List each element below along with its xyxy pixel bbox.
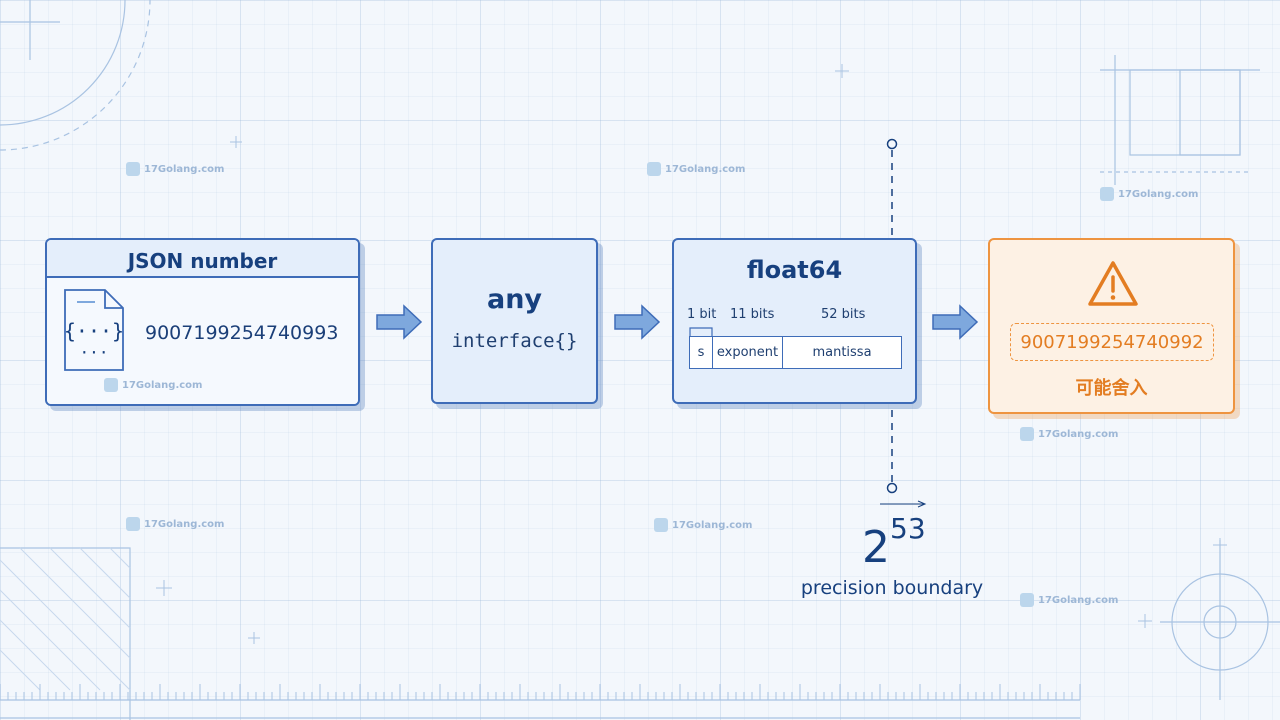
json-number-body: {···} ··· 9007199254740993 bbox=[47, 278, 358, 404]
watermark-text: 17Golang.com bbox=[1038, 428, 1119, 440]
watermark: 17Golang.com bbox=[126, 517, 224, 531]
watermark: 17Golang.com bbox=[654, 518, 752, 532]
watermark: 17Golang.com bbox=[1020, 427, 1118, 441]
json-number-header: JSON number bbox=[47, 240, 358, 278]
json-number-title: JSON number bbox=[127, 249, 278, 273]
watermark: 17Golang.com bbox=[1100, 187, 1198, 201]
watermark-logo-icon bbox=[126, 517, 140, 531]
watermark-text: 17Golang.com bbox=[665, 163, 746, 175]
watermark-text: 17Golang.com bbox=[144, 163, 225, 175]
any-title: any bbox=[486, 284, 543, 315]
float64-box: float64 1 bit 11 bits 52 bits s exponent… bbox=[672, 238, 917, 404]
svg-text:···: ··· bbox=[80, 343, 109, 362]
json-document-icon: {···} ··· bbox=[64, 289, 124, 371]
svg-text:{···}: {···} bbox=[64, 319, 124, 343]
exponent-bits-label: 11 bits bbox=[730, 307, 775, 322]
json-number-value: 9007199254740993 bbox=[145, 322, 339, 344]
rounded-value-box: 9007199254740992 bbox=[1010, 323, 1214, 361]
watermark: 17Golang.com bbox=[104, 378, 202, 392]
sign-bit-label: 1 bit bbox=[687, 307, 717, 322]
float64-title: float64 bbox=[746, 256, 843, 284]
watermark-text: 17Golang.com bbox=[122, 379, 203, 391]
arrow-any-to-float64 bbox=[614, 304, 661, 340]
any-subtitle: interface{} bbox=[451, 330, 578, 352]
arrow-float64-to-result bbox=[932, 304, 979, 340]
watermark: 17Golang.com bbox=[647, 162, 745, 176]
sign-field: s bbox=[690, 337, 713, 368]
rounded-result-box: 9007199254740992 可能舍入 bbox=[988, 238, 1235, 414]
warning-icon bbox=[1088, 261, 1138, 306]
json-number-box: JSON number {···} ··· 9007199254740993 bbox=[45, 238, 360, 406]
watermark-text: 17Golang.com bbox=[1038, 594, 1119, 606]
watermark-logo-icon bbox=[126, 162, 140, 176]
any-interface-box: any interface{} bbox=[431, 238, 598, 404]
watermark-logo-icon bbox=[654, 518, 668, 532]
watermark-logo-icon bbox=[1100, 187, 1114, 201]
arrow-json-to-any bbox=[376, 304, 423, 340]
watermark: 17Golang.com bbox=[1020, 593, 1118, 607]
sign-bit-bracket bbox=[689, 327, 713, 336]
float64-bit-layout: s exponent mantissa bbox=[689, 336, 902, 369]
boundary-exponent: 53 bbox=[890, 512, 926, 545]
mantissa-field: mantissa bbox=[812, 345, 872, 360]
watermark-logo-icon bbox=[647, 162, 661, 176]
watermark-text: 17Golang.com bbox=[144, 518, 225, 530]
exponent-field: exponent bbox=[713, 337, 783, 368]
boundary-base: 2 bbox=[862, 522, 890, 573]
watermark-logo-icon bbox=[104, 378, 118, 392]
rounded-value: 9007199254740992 bbox=[1020, 331, 1204, 353]
watermark-text: 17Golang.com bbox=[1118, 188, 1199, 200]
boundary-label: precision boundary bbox=[800, 577, 984, 599]
watermark: 17Golang.com bbox=[126, 162, 224, 176]
watermark-text: 17Golang.com bbox=[672, 519, 753, 531]
rounding-note: 可能舍入 bbox=[1075, 378, 1148, 399]
watermark-logo-icon bbox=[1020, 593, 1034, 607]
mantissa-bits-label: 52 bits bbox=[821, 307, 866, 322]
watermark-logo-icon bbox=[1020, 427, 1034, 441]
